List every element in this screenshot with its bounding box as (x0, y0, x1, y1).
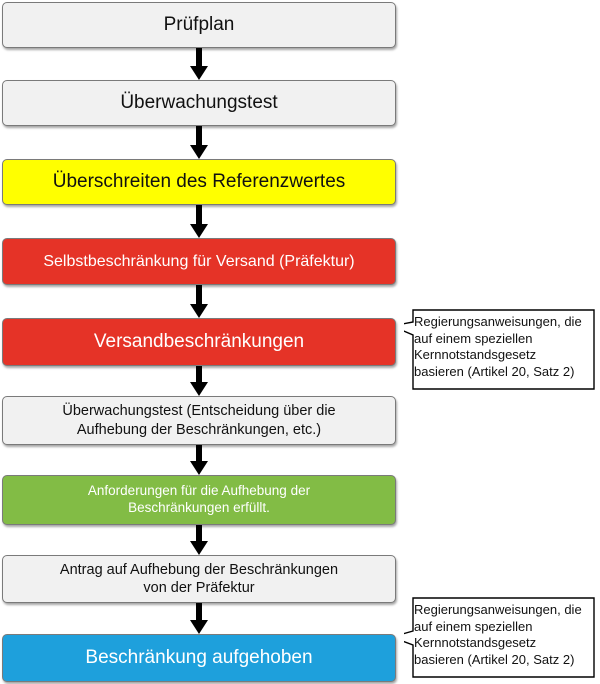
callout-line: Regierungsanweisungen, die (414, 314, 582, 329)
step-label-line: Antrag auf Aufhebung der Beschränkungen (59, 561, 339, 578)
step-label: Versandbeschränkungen (93, 331, 305, 353)
step-label-line: von der Präfektur (143, 580, 255, 596)
step-label-line: Überwachungstest (Entscheidung über die (62, 403, 336, 420)
step-label: Selbstbeschränkung für Versand (Präfektu… (43, 252, 355, 270)
step-label-line: Anforderungen für die Aufhebung der (87, 483, 311, 499)
step-label: Beschränkung aufgehoben (85, 647, 313, 669)
step-ueberwachungstest: Überwachungstest (2, 80, 396, 126)
callout-line: Kernnotstandsgesetz (414, 635, 537, 650)
callout-line: basieren (Artikel 20, Satz 2) (414, 363, 575, 379)
step-anforderungen-erfuellt: Anforderungen für die Aufhebung der Besc… (2, 475, 396, 525)
step-selbstbeschraenkung: Selbstbeschränkung für Versand (Präfektu… (2, 238, 396, 285)
step-antrag-aufhebung: Antrag auf Aufhebung der Beschränkungen … (2, 555, 396, 603)
callout-bubble (404, 309, 595, 390)
down-arrow-icon (190, 205, 208, 238)
callout-line: auf einem speziellen (414, 618, 533, 634)
callout-bubble (404, 597, 595, 678)
step-ueberwachungstest-entscheidung: Überwachungstest (Entscheidung über die … (2, 396, 396, 445)
step-label-line: Aufhebung der Beschränkungen, etc.) (76, 421, 322, 438)
callout-regierungsanweisungen: Regierungsanweisungen, die auf einem spe… (404, 309, 596, 391)
down-arrow-icon (190, 525, 208, 555)
down-arrow-icon (190, 285, 208, 318)
callout-regierungsanweisungen-2: Regierungsanweisungen, die auf einem spe… (404, 597, 596, 679)
step-beschraenkung-aufgehoben: Beschränkung aufgehoben (2, 634, 396, 682)
step-label: Überwachungstest (120, 92, 278, 114)
callout-line: basieren (Artikel 20, Satz 2) (414, 651, 575, 667)
callout-text: Regierungsanweisungen, die auf einem spe… (414, 602, 590, 668)
down-arrow-icon (190, 48, 208, 80)
step-pruefplan: Prüfplan (2, 2, 396, 48)
down-arrow-icon (190, 445, 208, 475)
down-arrow-icon (190, 366, 208, 396)
callout-line: auf einem speziellen (414, 330, 533, 346)
step-versandbeschraenkungen: Versandbeschränkungen (2, 318, 396, 366)
callout-line: Regierungsanweisungen, die (414, 602, 582, 617)
down-arrow-icon (190, 603, 208, 634)
callout-text: Regierungsanweisungen, die auf einem spe… (414, 314, 590, 380)
down-arrow-icon (190, 126, 208, 159)
callout-line: Kernnotstandsgesetz (414, 347, 537, 362)
step-referenzwert-ueberschritten: Überschreiten des Referenzwertes (2, 159, 396, 205)
step-label-line: Beschränkungen erfüllt. (128, 500, 270, 515)
step-label: Prüfplan (163, 14, 235, 36)
step-label: Überschreiten des Referenzwertes (52, 171, 346, 193)
